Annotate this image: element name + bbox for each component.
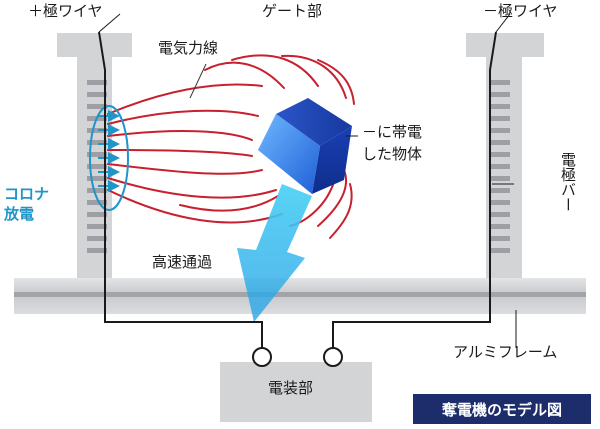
plus-wire-label: ＋極ワイヤ <box>28 2 103 20</box>
left-electrode-bar <box>57 33 132 279</box>
corona-label-2: 放電 <box>4 205 35 223</box>
high-speed-label: 高速通過 <box>152 253 213 271</box>
minus-wire-label: －極ワイヤ <box>483 2 558 20</box>
aluminum-frame <box>14 278 586 314</box>
charged-object-label-2: した物体 <box>362 145 423 163</box>
field-lines-label: 電気力線 <box>158 39 219 57</box>
wires <box>98 13 517 348</box>
charged-cube <box>258 98 352 194</box>
corona-discharge <box>89 105 129 211</box>
electric-field-lines <box>107 54 355 239</box>
electrical-unit-label: 電装部 <box>268 379 314 397</box>
electrode-bar-label: 電極バー <box>559 152 577 212</box>
right-electrode-bar <box>466 33 544 279</box>
field-line-label-leader <box>189 63 207 99</box>
diagram-title: 奪電機のモデル図 <box>441 400 562 419</box>
frame-label: アルミフレーム <box>453 343 558 361</box>
diagram-title-badge: 奪電機のモデル図 <box>413 394 591 424</box>
gate-label: ゲート部 <box>262 2 323 20</box>
motion-beam <box>237 184 312 322</box>
charged-object-label-1: －に帯電 <box>362 123 423 141</box>
corona-label-1: コロナ <box>4 185 50 203</box>
electrical-unit-box <box>220 347 372 422</box>
